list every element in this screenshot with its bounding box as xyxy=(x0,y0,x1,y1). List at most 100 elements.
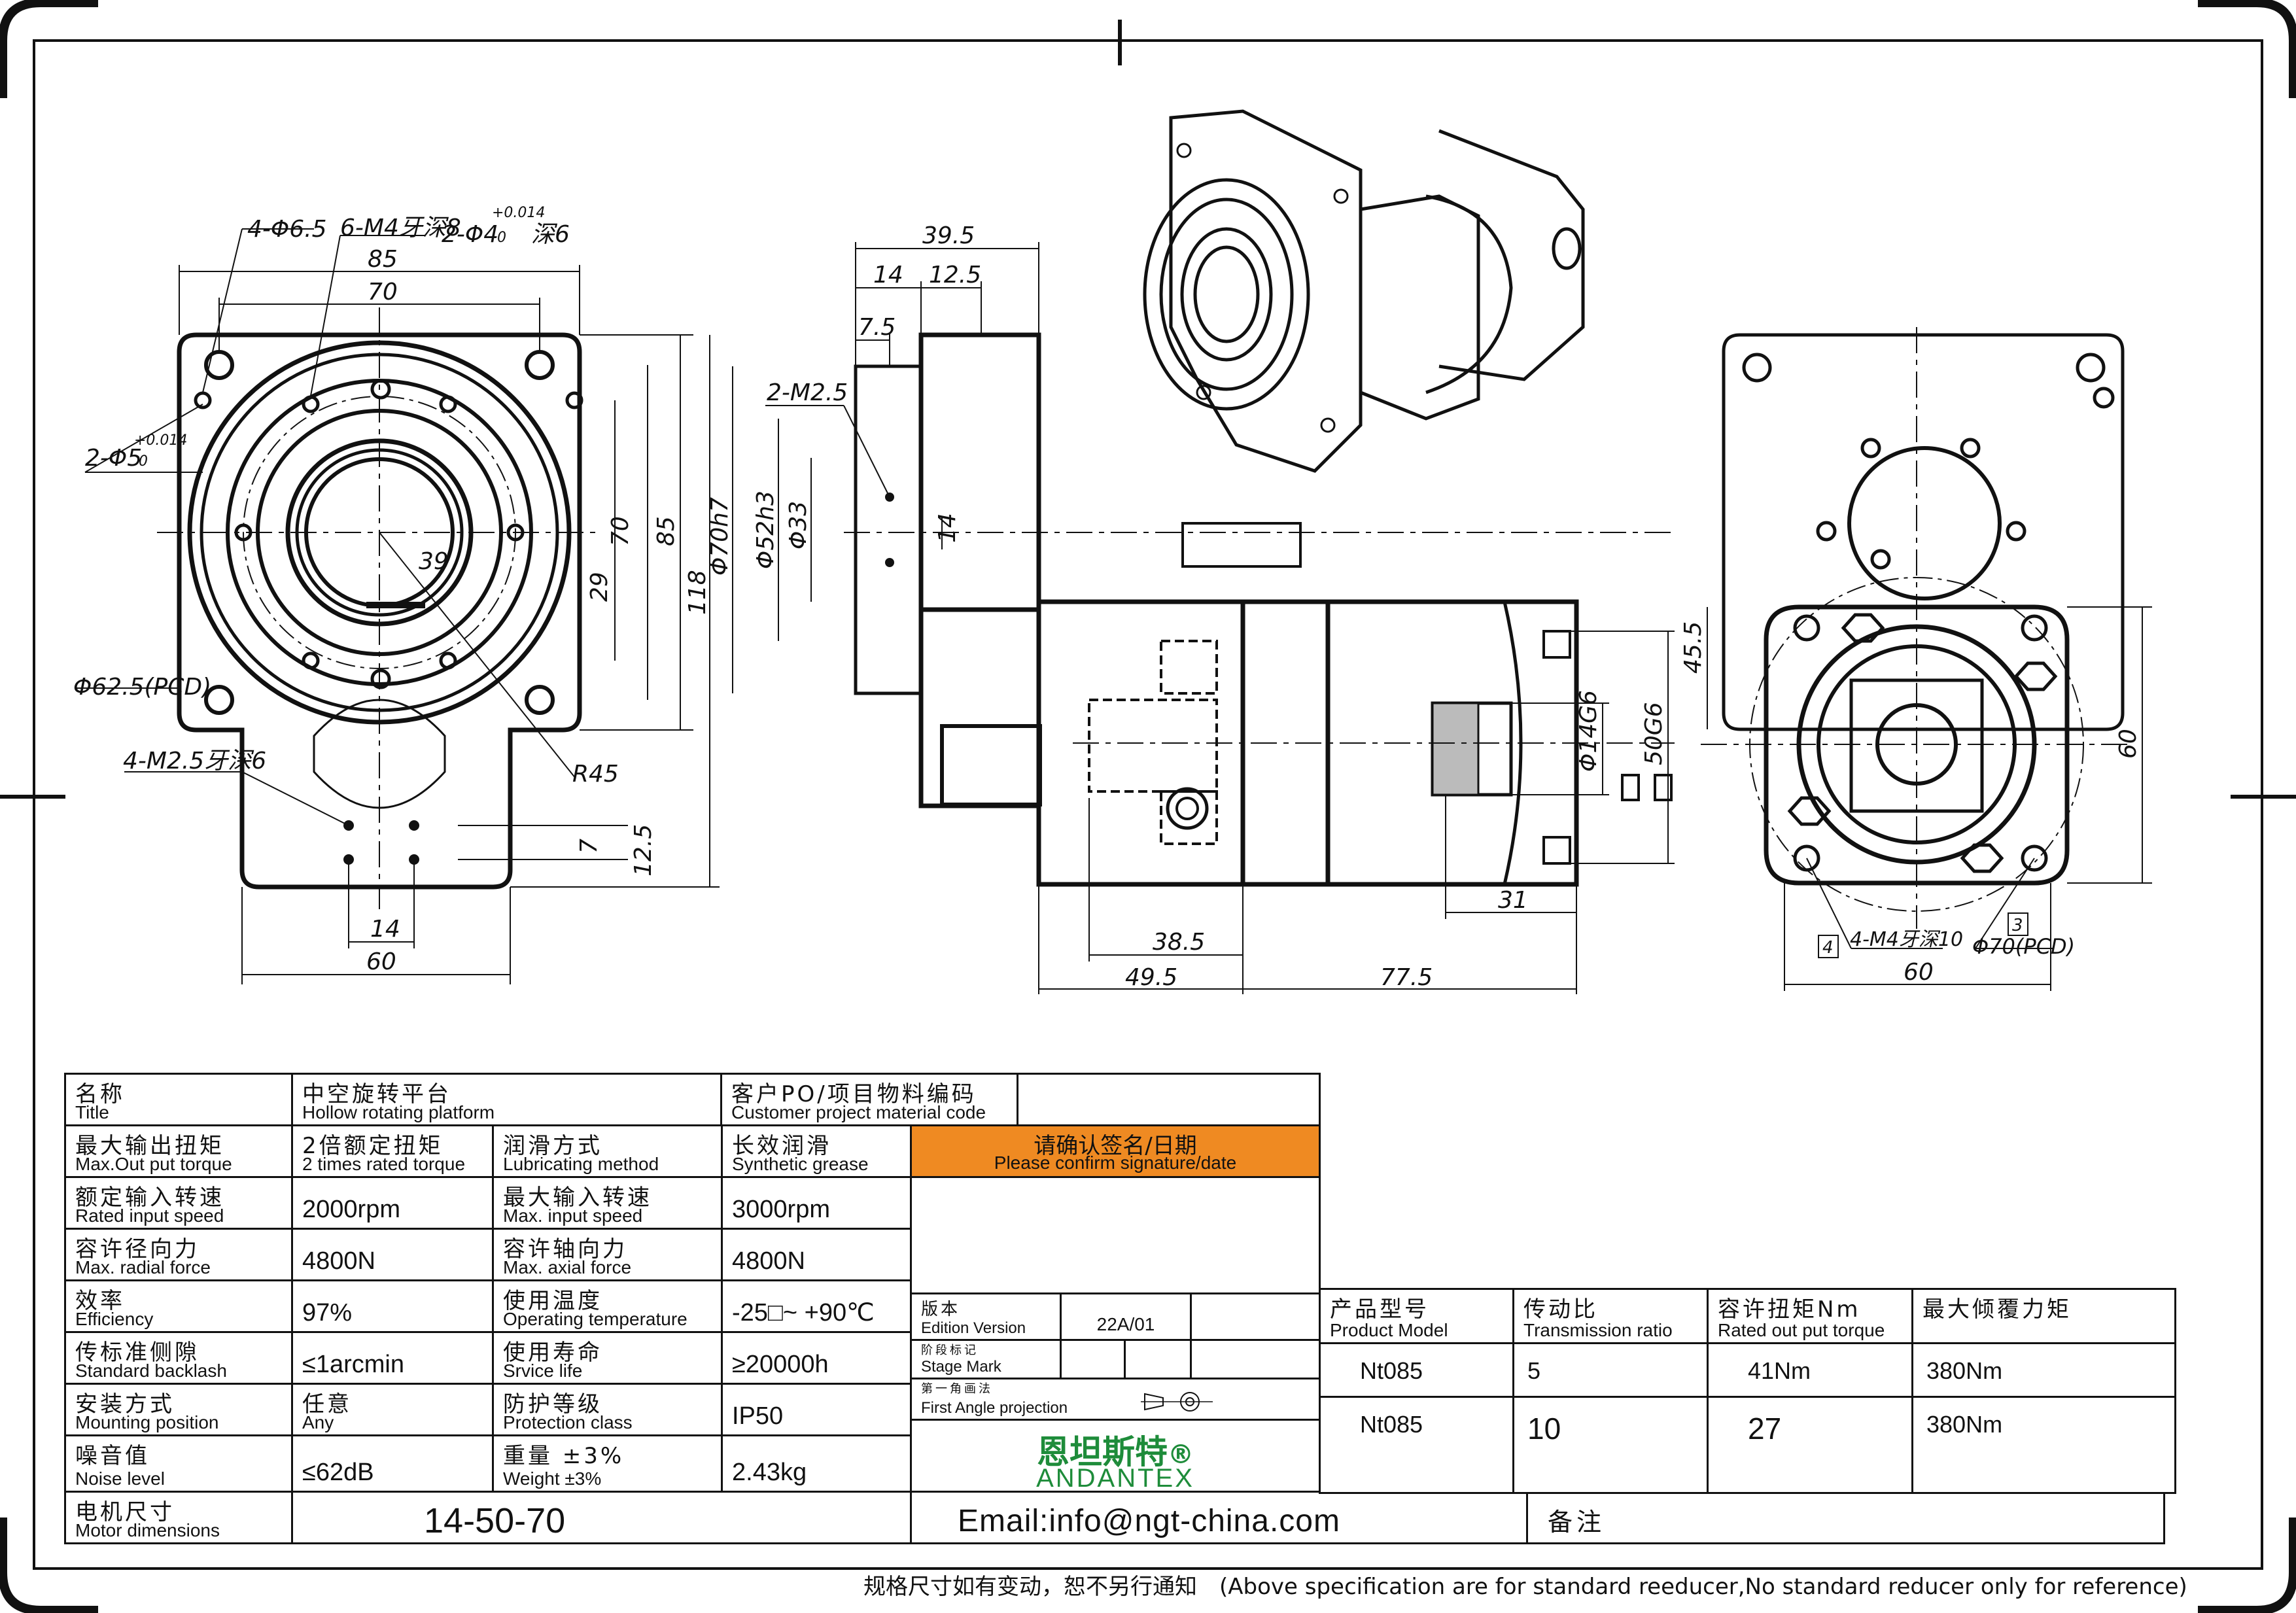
spec-value: ≤1arcmin xyxy=(302,1351,405,1378)
model-header-cn: 容许扭矩Nm xyxy=(1718,1296,1861,1323)
spec-label-cn: 安装方式 xyxy=(75,1391,175,1417)
edition-label-cn: 版本 xyxy=(921,1300,961,1319)
spec-value-cell: 4800N xyxy=(291,1228,494,1281)
dim-label: 85 xyxy=(653,516,680,546)
dim-label: 70 xyxy=(607,516,634,546)
signature-area[interactable] xyxy=(910,1176,1321,1294)
side-view-dimensions: 39.5 14 12.5 7.5 2-M2.5 Φ70h7 Φ52h3 Φ33 … xyxy=(706,222,1675,994)
spec-label-en: Max. input speed xyxy=(503,1205,643,1226)
logo-cn: 恩坦斯特 xyxy=(1037,1433,1168,1471)
dim-label: 77.5 xyxy=(1380,964,1433,991)
edition-label-en: Edition Version xyxy=(921,1319,1026,1337)
front-view-dimensions: 4-Φ6.5 6-M4牙深8 2-Φ4 +0.014 0 深6 85 70 2-… xyxy=(73,205,720,984)
dim-label: Φ14G6 xyxy=(1575,690,1602,772)
title-value-cell: 中空旋转平台 Hollow rotating platform xyxy=(291,1073,722,1126)
stage-mark-value-cell xyxy=(1124,1339,1192,1379)
spec-value-cell: IP50 xyxy=(721,1383,912,1436)
model-table-cell: 5 xyxy=(1512,1342,1709,1398)
spec-value-cell: ≤62dB xyxy=(291,1434,494,1493)
dim-label: 60 xyxy=(1904,959,1934,986)
spec-value: ≤62dB xyxy=(302,1459,374,1486)
spec-label-en: Max. axial force xyxy=(503,1257,632,1277)
spec-label-en: Max.Out put torque xyxy=(75,1154,232,1174)
customer-code-value-cell[interactable] xyxy=(1017,1073,1321,1126)
remark-cell: 备注 xyxy=(1526,1491,2165,1544)
confirm-signature-cn: 请确认签名/日期 xyxy=(1034,1133,1197,1159)
spec-label-en: Max. radial force xyxy=(75,1257,211,1277)
dim-label: 50G6 xyxy=(1641,702,1667,765)
model-table-cell: 380Nm xyxy=(1911,1396,2176,1494)
motor-label-cell: 电机尺寸 Motor dimensions xyxy=(64,1491,293,1544)
edition-cell: 版本 Edition Version xyxy=(910,1292,1062,1341)
model-table-value: Nt085 xyxy=(1360,1411,1423,1438)
spec-label-en: Srvice life xyxy=(503,1361,583,1381)
rear-view xyxy=(1701,327,2132,929)
confirm-signature-en: Please confirm signature/date xyxy=(994,1153,1237,1173)
dim-label: 14 xyxy=(873,262,903,288)
model-table-value: 10 xyxy=(1527,1412,1561,1446)
dim-label: Φ70h7 xyxy=(706,497,733,576)
stage-mark-value-cell xyxy=(1060,1339,1126,1379)
projection-cn: 第一角画法 xyxy=(921,1382,993,1396)
motor-label-en: Motor dimensions xyxy=(75,1520,220,1540)
dim-label: 49.5 xyxy=(1125,964,1177,991)
spec-label-cn: 最大输入转速 xyxy=(503,1185,652,1211)
first-angle-projection-icon xyxy=(1141,1392,1213,1412)
spec-label-cn: 容许径向力 xyxy=(75,1236,200,1262)
spec-value-cell: 4800N xyxy=(721,1228,912,1281)
dim-label: 6-M4牙深8 xyxy=(340,215,461,241)
spec-label-cn: 重量 ±3% xyxy=(503,1443,625,1469)
model-table-cell: 41Nm xyxy=(1707,1342,1913,1398)
spec-label-cell: 重量 ±3%Weight ±3% xyxy=(492,1434,723,1493)
title-label-cn: 名称 xyxy=(75,1081,125,1107)
title-value-en: Hollow rotating platform xyxy=(302,1102,495,1122)
spec-label-en: Noise level xyxy=(75,1468,165,1489)
motor-label-cn: 电机尺寸 xyxy=(75,1499,175,1525)
dim-label: 4-Φ6.5 xyxy=(247,216,326,243)
spec-value: ≥20000h xyxy=(732,1351,829,1378)
spec-label-cn: 最大输出扭矩 xyxy=(75,1133,224,1159)
remark-label: 备注 xyxy=(1548,1508,1606,1536)
stage-mark-value-cell xyxy=(1190,1339,1321,1379)
spec-value-en: Any xyxy=(302,1412,334,1432)
dim-label: Φ62.5(PCD) xyxy=(73,674,211,701)
dim-label: 2-Φ5 xyxy=(85,445,142,472)
dim-label: 0 xyxy=(497,230,506,246)
dim-label: 12.5 xyxy=(929,262,981,288)
model-table-cell: Nt085 xyxy=(1319,1396,1514,1494)
spec-label-en: Standard backlash xyxy=(75,1361,227,1381)
model-header-cn: 传动比 xyxy=(1523,1296,1598,1323)
front-view xyxy=(157,307,602,909)
spec-label-en: Efficiency xyxy=(75,1309,154,1329)
side-view xyxy=(844,332,1675,887)
contact-email[interactable]: Email:info@ngt-china.com xyxy=(958,1504,1340,1538)
model-header-cn: 最大倾覆力矩 xyxy=(1922,1296,2072,1323)
dim-label: 85 xyxy=(368,246,398,273)
spec-value-cell: ≥20000h xyxy=(721,1331,912,1385)
logo-en: ANDANTEX xyxy=(1036,1464,1194,1493)
spec-label-cn: 润滑方式 xyxy=(503,1133,602,1159)
edition-value-cell: 22A/01 xyxy=(1060,1292,1192,1341)
spec-value-cell: 97% xyxy=(291,1279,494,1333)
spec-value: 4800N xyxy=(302,1247,375,1275)
logo-cell: 恩坦斯特® ANDANTEX xyxy=(910,1419,1321,1493)
motor-value-cell: 14-50-70 xyxy=(291,1491,912,1544)
dim-label: 7.5 xyxy=(858,314,896,341)
spec-value-cell: 3000rpm xyxy=(721,1176,912,1230)
dim-label: 38.5 xyxy=(1153,929,1205,956)
rear-view-dimensions: 45.5 60 4-M4牙深10 Φ70(PCD) 60 4 3 xyxy=(1680,606,2152,991)
footer-note: 规格尺寸如有变动，恕不另行通知 (Above specification are… xyxy=(863,1574,2187,1600)
spec-value: 97% xyxy=(302,1299,353,1327)
dim-label: R45 xyxy=(572,761,619,788)
